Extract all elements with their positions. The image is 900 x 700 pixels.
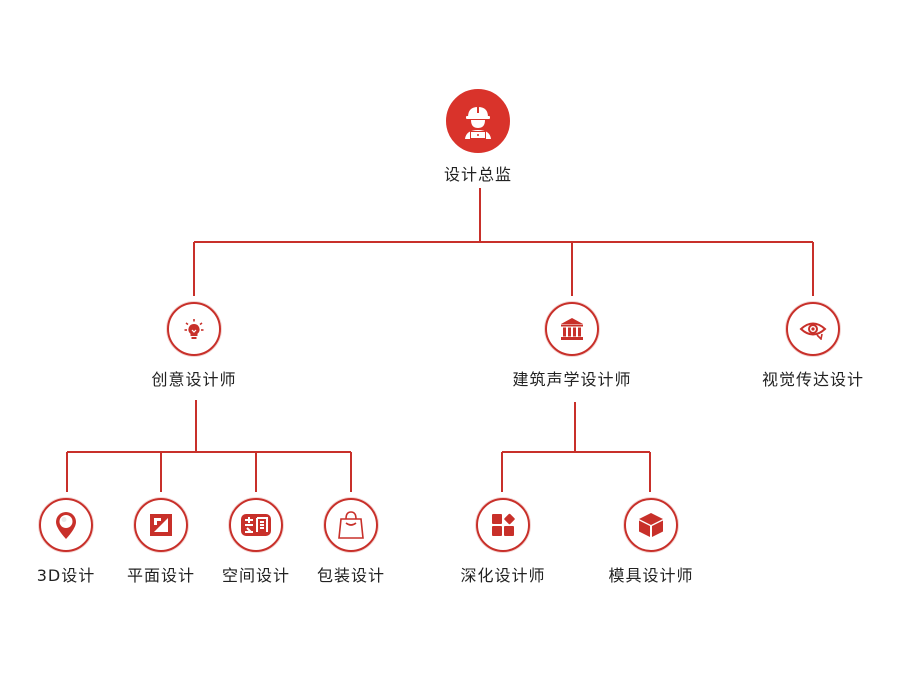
node-graphic-design: 平面设计 [91,498,231,586]
engineer-laptop-icon [446,89,510,153]
node-label: 深化设计师 [460,566,546,585]
node-label: 平面设计 [126,566,195,585]
node-label: 包装设计 [316,566,385,585]
eye-icon [786,302,840,356]
blocks-icon [476,498,530,552]
node-acoustic-designer: 建筑声学设计师 [502,302,642,390]
space-design-icon [229,498,283,552]
node-design-director: 设计总监 [408,89,548,185]
node-label: 空间设计 [221,566,290,585]
node-3d-design: 3D设计 [0,498,136,586]
shopping-bag-icon [324,498,378,552]
node-packaging-design: 包装设计 [281,498,421,586]
node-creative-designer: 创意设计师 [124,302,264,390]
node-label: 创意设计师 [151,370,237,389]
node-space-design: 空间设计 [186,498,326,586]
node-label: 视觉传达设计 [761,370,864,389]
node-mold-designer: 模具设计师 [581,498,721,586]
node-label: 设计总监 [443,165,512,184]
node-visual-communication: 视觉传达设计 [743,302,883,390]
map-pin-icon [39,498,93,552]
graphic-design-icon [134,498,188,552]
building-columns-icon [545,302,599,356]
node-label: 模具设计师 [608,566,694,585]
node-label: 3D设计 [36,566,96,585]
node-label: 建筑声学设计师 [512,370,632,389]
lightbulb-icon [167,302,221,356]
cube-icon [624,498,678,552]
node-deepening-designer: 深化设计师 [433,498,573,586]
